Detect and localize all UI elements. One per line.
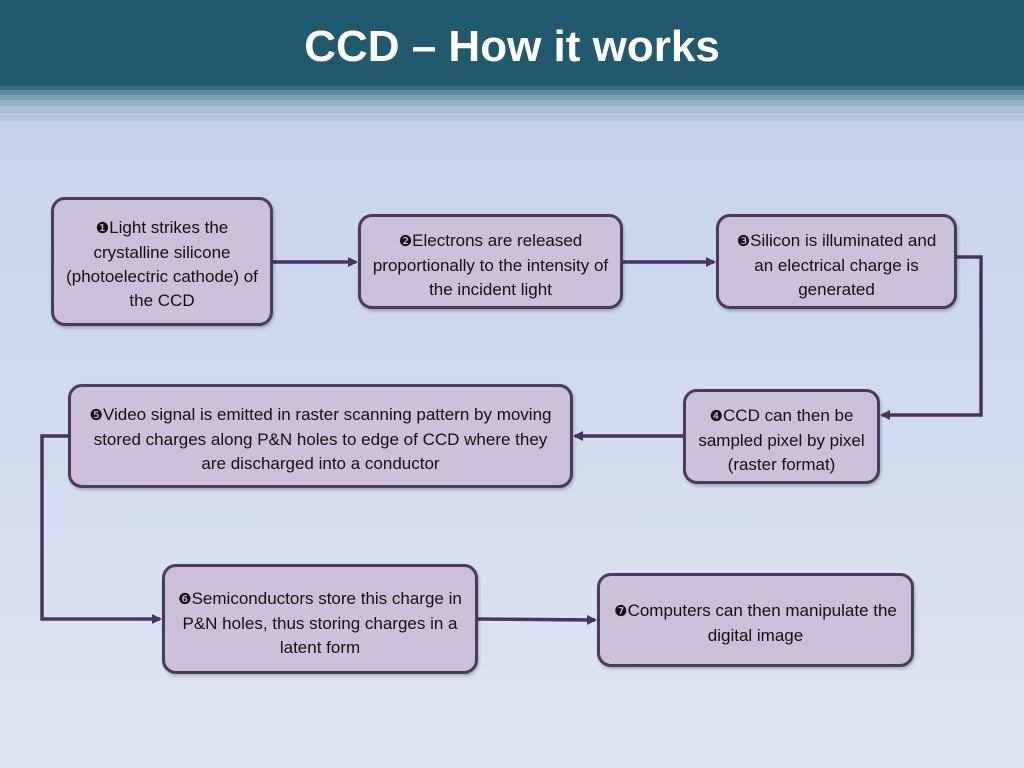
step-3-text: ❸Silicon is illuminated and an electrica…	[729, 229, 944, 306]
arrow-step5-to-step6	[40, 434, 162, 624]
step-7-box: ❼Computers can then manipulate the digit…	[597, 573, 914, 667]
step-7-text: ❼Computers can then manipulate the digit…	[610, 599, 901, 664]
step-4-label: CCD can then be sampled pixel by pixel (…	[698, 406, 865, 474]
step-5-label: Video signal is emitted in raster scanni…	[93, 405, 552, 473]
step-2-text: ❷Electrons are released proportionally t…	[371, 229, 610, 306]
step-7-label: Computers can then manipulate the digita…	[627, 601, 897, 645]
step-2-box: ❷Electrons are released proportionally t…	[358, 214, 623, 309]
step-2-label: Electrons are released proportionally to…	[372, 231, 609, 299]
step-6-label: Semiconductors store this charge in P&N …	[182, 589, 462, 657]
step-1-number-icon: ❶	[95, 220, 110, 237]
step-5-number-icon: ❺	[89, 407, 103, 424]
step-4-box: ❹CCD can then be sampled pixel by pixel …	[683, 389, 880, 484]
step-7-number-icon: ❼	[614, 603, 628, 620]
step-5-text: ❺Video signal is emitted in raster scann…	[81, 403, 560, 485]
step-6-text: ❻Semiconductors store this charge in P&N…	[175, 587, 465, 671]
title-bar: CCD – How it works	[0, 0, 1024, 130]
step-1-label: Light strikes the crystalline silicone (…	[66, 218, 258, 310]
arrow-step3-to-step4	[880, 255, 983, 420]
step-4-text: ❹CCD can then be sampled pixel by pixel …	[696, 404, 867, 481]
slide-title: CCD – How it works	[304, 22, 720, 71]
step-3-label: Silicon is illuminated and an electrical…	[750, 231, 937, 299]
step-6-box: ❻Semiconductors store this charge in P&N…	[162, 564, 478, 674]
step-1-box: ❶Light strikes the crystalline silicone …	[51, 197, 273, 326]
step-5-box: ❺Video signal is emitted in raster scann…	[68, 384, 573, 488]
step-1-text: ❶Light strikes the crystalline silicone …	[64, 216, 260, 323]
step-2-number-icon: ❷	[398, 233, 413, 250]
arrow-step6-to-step7	[477, 614, 597, 625]
step-6-number-icon: ❻	[178, 591, 192, 608]
step-3-box: ❸Silicon is illuminated and an electrica…	[716, 214, 957, 309]
step-4-number-icon: ❹	[709, 408, 724, 425]
step-3-number-icon: ❸	[736, 233, 751, 250]
